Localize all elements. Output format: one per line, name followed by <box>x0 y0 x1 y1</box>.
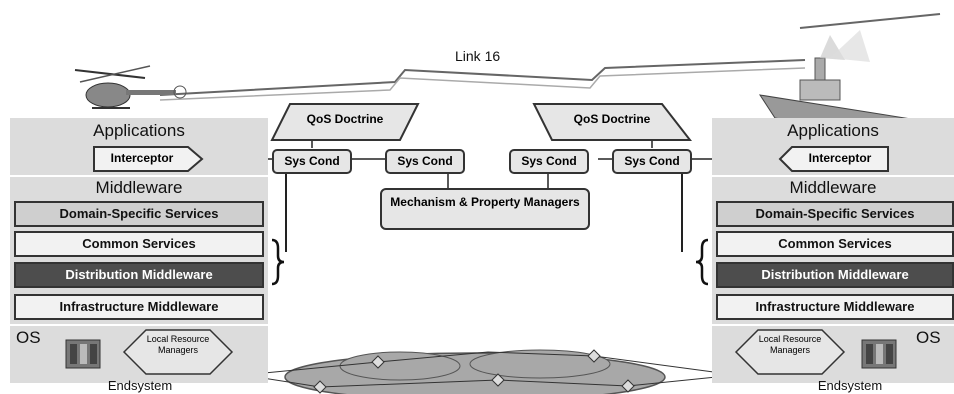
right-middleware-label: Middleware <box>789 178 877 197</box>
helicopter-icon <box>74 65 187 109</box>
right-divider <box>712 175 954 177</box>
qos-doctrine-left <box>270 103 420 141</box>
right-common-services: Common Services <box>716 231 954 257</box>
server-icon <box>65 339 101 369</box>
network-cloud-icon <box>237 349 743 394</box>
left-distribution-middleware: Distribution Middleware <box>14 262 264 288</box>
right-applications-label: Applications <box>787 121 879 140</box>
left-domain-specific-services: Domain-Specific Services <box>14 201 264 227</box>
left-lrm-shape <box>122 329 234 375</box>
left-infrastructure-middleware: Infrastructure Middleware <box>14 294 264 320</box>
right-interceptor-label: Interceptor <box>808 151 872 165</box>
left-interceptor-shape <box>93 146 204 172</box>
sys-cond-2: Sys Cond <box>385 149 465 174</box>
right-brace <box>695 238 709 286</box>
right-interceptor-shape <box>778 146 889 172</box>
right-domain-specific-services: Domain-Specific Services <box>716 201 954 227</box>
right-lrm-label: Local Resource Managers <box>758 334 822 355</box>
sys-cond-1: Sys Cond <box>272 149 352 174</box>
left-middleware-label: Middleware <box>95 178 183 197</box>
link16-lightning <box>159 59 806 96</box>
right-distribution-middleware: Distribution Middleware <box>716 262 954 288</box>
qos-doctrine-left-label: QoS Doctrine <box>306 112 384 126</box>
left-common-services: Common Services <box>14 231 264 257</box>
left-interceptor-label: Interceptor <box>110 151 174 165</box>
qos-doctrine-right-label: QoS Doctrine <box>573 112 651 126</box>
right-server-icon <box>861 339 897 369</box>
right-os-label: OS <box>916 328 941 347</box>
left-lrm-label: Local Resource Managers <box>146 334 210 355</box>
right-infrastructure-middleware: Infrastructure Middleware <box>716 294 954 320</box>
sys-cond-4: Sys Cond <box>612 149 692 174</box>
right-os-divider <box>712 324 954 326</box>
left-divider <box>10 175 268 177</box>
left-os-label: OS <box>16 328 41 347</box>
sys-cond-3: Sys Cond <box>509 149 589 174</box>
link16-label: Link 16 <box>455 48 501 64</box>
left-endsystem-label: Endsystem <box>107 378 173 393</box>
qos-doctrine-right <box>532 103 692 141</box>
left-applications-label: Applications <box>93 121 185 140</box>
mechanism-property-managers: Mechanism & Property Managers <box>380 188 590 230</box>
left-brace <box>271 238 285 286</box>
right-endsystem-label: Endsystem <box>817 378 883 393</box>
left-os-divider <box>10 324 268 326</box>
right-lrm-shape <box>734 329 846 375</box>
